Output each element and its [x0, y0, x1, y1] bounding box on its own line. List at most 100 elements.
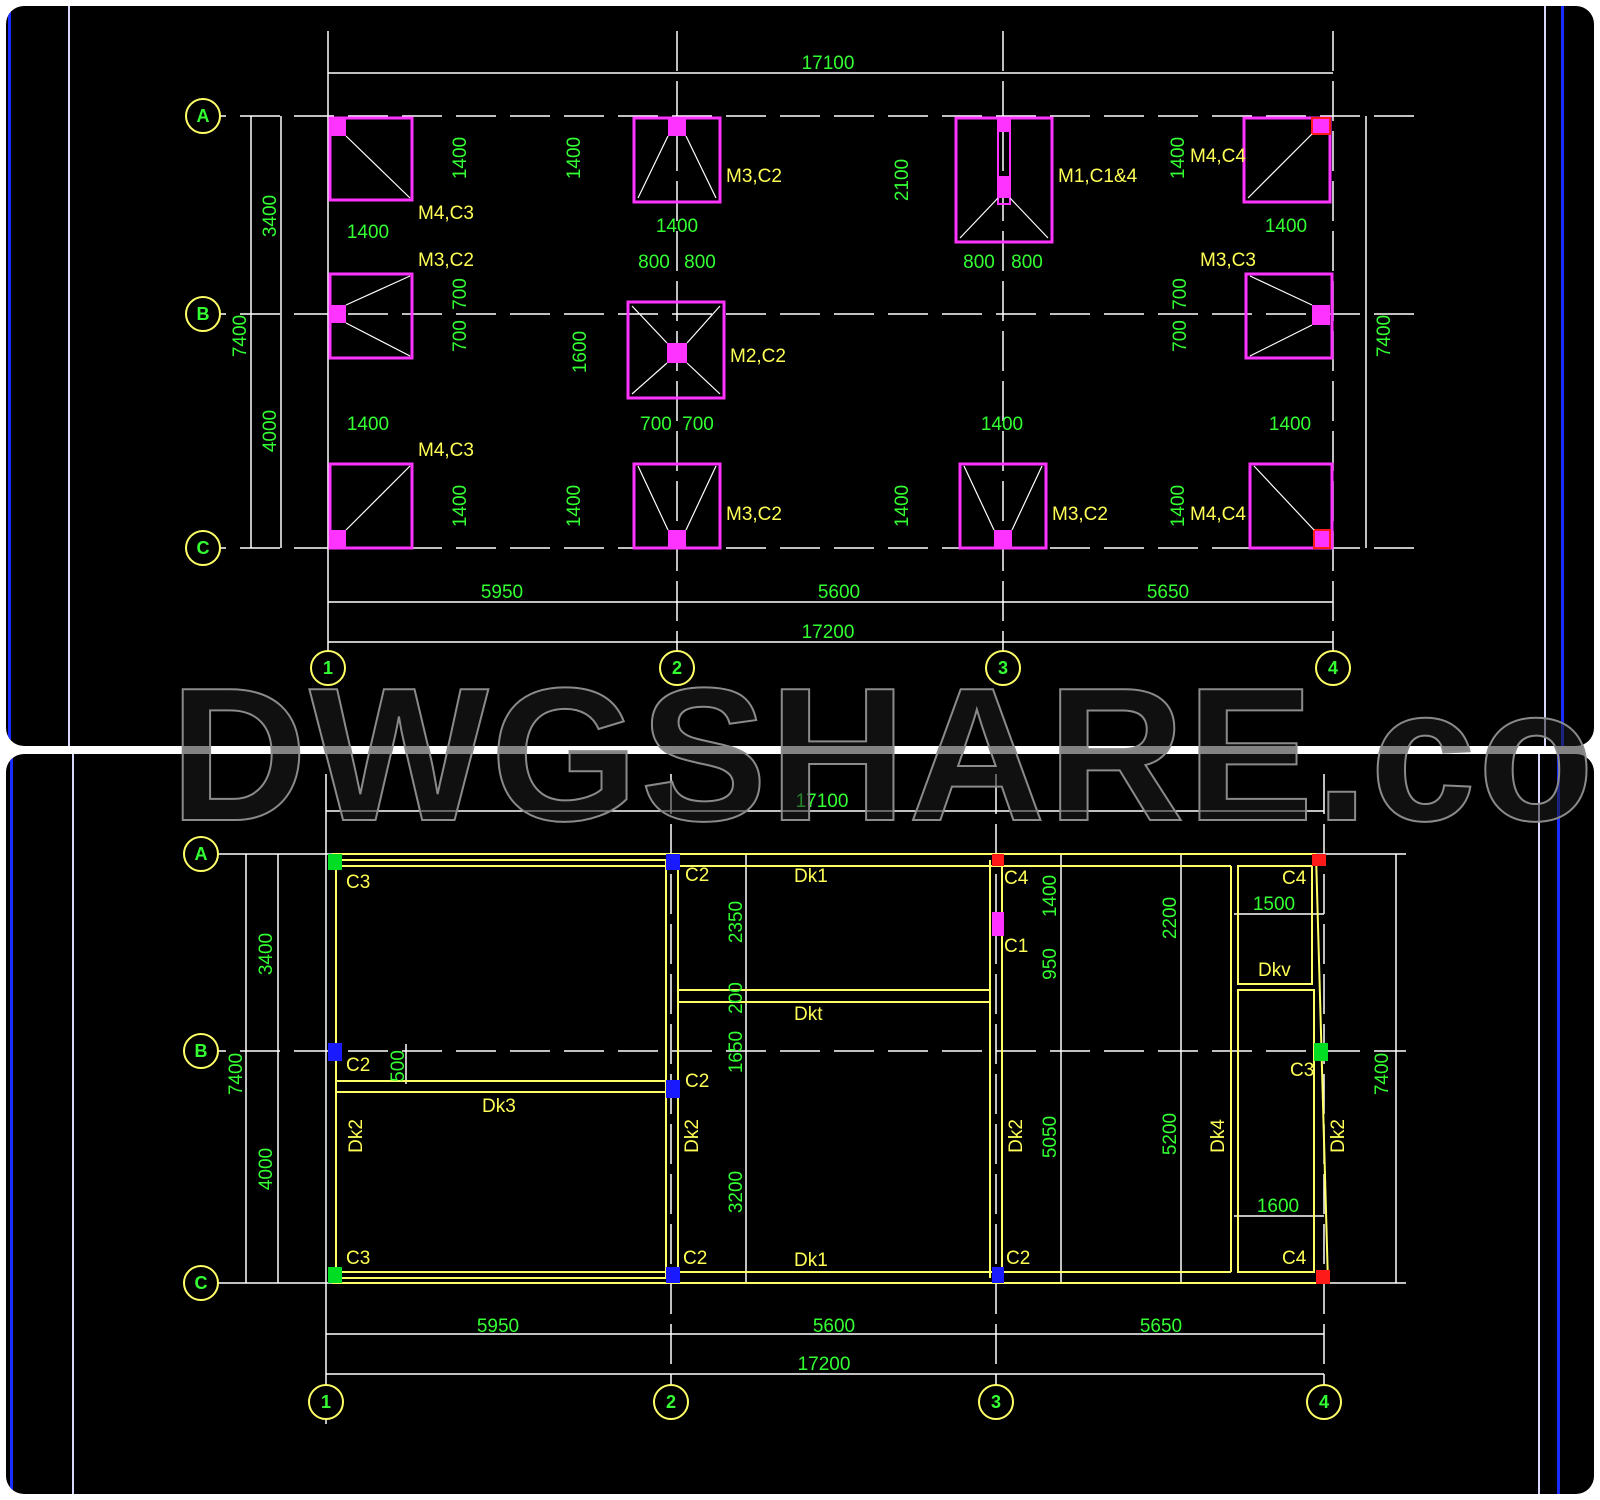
column-label: C1: [1004, 936, 1028, 957]
footing-a3-split-right: 800: [1011, 252, 1043, 273]
axis-label-3: 3: [998, 658, 1008, 678]
dim-total-right: 7400: [1372, 1053, 1393, 1095]
panel-border-right: [1557, 754, 1560, 1494]
dim-950: 950: [1040, 948, 1061, 980]
dim-total-right: 7400: [1374, 315, 1395, 357]
beam-label: Dk2: [346, 1119, 367, 1153]
panel-border-left: [8, 6, 11, 746]
footing-c4-height: 1400: [1168, 485, 1189, 527]
dim-bay-2: 5600: [818, 582, 860, 603]
dim-500: 500: [388, 1050, 409, 1082]
beam-label: Dk3: [482, 1096, 516, 1117]
axis-label-a: A: [195, 844, 208, 864]
footing-a4-width: 1400: [1265, 216, 1307, 237]
footing-b1-half-bottom: 700: [450, 320, 471, 352]
axis-label-1: 1: [321, 1392, 331, 1412]
axis-label-2: 2: [672, 658, 682, 678]
footing-a3-height: 2100: [892, 159, 913, 201]
footing-b2-split-top-left: 800: [638, 252, 670, 273]
footing-a1-height: 1400: [450, 137, 471, 179]
dim-1650: 1650: [726, 1031, 747, 1073]
footing-a1-width: 1400: [347, 222, 389, 243]
beam-plan-panel: A B C 1 2 3 4 17100 5950 5600 5650 17200…: [6, 754, 1594, 1494]
column-label: C2: [685, 865, 709, 886]
dim-5050: 5050: [1040, 1116, 1061, 1158]
column-label: C3: [346, 872, 370, 893]
column-label: C2: [346, 1055, 370, 1076]
footing-label-a3: M1,C1&4: [1058, 166, 1138, 187]
axis-label-b: B: [197, 304, 210, 324]
dim-2200: 2200: [1160, 897, 1181, 939]
axis-label-c: C: [197, 538, 210, 558]
dim-bay-2: 5600: [813, 1316, 855, 1337]
axis-label-4: 4: [1319, 1392, 1329, 1412]
dim-overall-top: 17100: [796, 791, 849, 812]
footing-label-c2: M3,C2: [726, 504, 782, 525]
footing-b2-height: 1600: [570, 331, 591, 373]
footing-c2-height: 1400: [564, 485, 585, 527]
footing-c1-height: 1400: [450, 485, 471, 527]
beam-label: Dk4: [1208, 1119, 1229, 1153]
column-label: C4: [1004, 868, 1029, 889]
column-label: C4: [1282, 868, 1307, 889]
dim-1500: 1500: [1253, 894, 1295, 915]
dim-total-left: 7400: [230, 315, 251, 357]
footing-a2-height: 1400: [564, 137, 585, 179]
dim-bay-3: 5650: [1140, 1316, 1182, 1337]
beam-label: Dk2: [1328, 1119, 1349, 1153]
axis-label-1: 1: [323, 658, 333, 678]
dim-1600: 1600: [1257, 1196, 1299, 1217]
footing-a2-width: 1400: [656, 216, 698, 237]
footing-b4-half-bottom: 700: [1170, 320, 1191, 352]
frame-line-left: [68, 6, 70, 746]
axis-label-b: B: [195, 1041, 208, 1061]
footing-label-a4: M4,C4: [1190, 146, 1246, 167]
column-label: C4: [1282, 1248, 1307, 1269]
axis-label-a: A: [197, 106, 210, 126]
footing-label-b2: M2,C2: [730, 346, 786, 367]
foundation-plan-drawing: A B C 1 2 3 4 17100 5950 5600 5650 17200…: [185, 31, 1416, 686]
footing-c4-width: 1400: [1269, 414, 1311, 435]
column-label: C3: [1290, 1060, 1314, 1081]
footing-b2-split-bottom-right: 700: [682, 414, 714, 435]
dim-bay-3: 5650: [1147, 582, 1189, 603]
beam-label: Dkv: [1258, 960, 1291, 981]
dim-bay-1: 5950: [481, 582, 523, 603]
dim-5200: 5200: [1160, 1113, 1181, 1155]
axis-label-4: 4: [1328, 658, 1338, 678]
footing-label-c3: M3,C2: [1052, 504, 1108, 525]
dim-1400: 1400: [1040, 875, 1061, 917]
axis-label-3: 3: [991, 1392, 1001, 1412]
frame-line-left: [72, 754, 74, 1494]
dim-overall-top: 17100: [802, 53, 855, 74]
dim-200: 200: [726, 982, 747, 1014]
footing-label-a2: M3,C2: [726, 166, 782, 187]
foundation-plan-panel: A B C 1 2 3 4 17100 5950 5600 5650 17200…: [6, 6, 1594, 746]
dim-bay-1: 5950: [477, 1316, 519, 1337]
footing-label-c4: M4,C4: [1190, 504, 1246, 525]
footing-a4-height: 1400: [1168, 137, 1189, 179]
dim-total-left: 7400: [226, 1053, 247, 1095]
beam-label: Dk2: [1006, 1119, 1027, 1153]
footing-label-b1: M3,C2: [418, 250, 474, 271]
dim-bc: 4000: [260, 410, 281, 452]
beam-label: Dk1: [794, 1250, 828, 1271]
footing-b1-half-top: 700: [450, 278, 471, 310]
frame-line-right: [1544, 6, 1546, 746]
column-label: C3: [346, 1248, 370, 1269]
footing-label-a1: M4,C3: [418, 203, 474, 224]
footing-b2-split-bottom-left: 700: [640, 414, 672, 435]
frame-line-right: [1538, 754, 1540, 1494]
dim-ab: 3400: [260, 195, 281, 237]
footing-c1-width: 1400: [347, 414, 389, 435]
axis-label-c: C: [195, 1273, 208, 1293]
footing-label-c1: M4,C3: [418, 440, 474, 461]
beam-label: Dk2: [682, 1119, 703, 1153]
dim-bc: 4000: [256, 1148, 277, 1190]
footing-c3-height: 1400: [892, 485, 913, 527]
column-label: C2: [1006, 1248, 1030, 1269]
footing-a3-split-left: 800: [963, 252, 995, 273]
footing-label-b4: M3,C3: [1200, 250, 1256, 271]
beam-plan-drawing: A B C 1 2 3 4 17100 5950 5600 5650 17200…: [183, 774, 1406, 1424]
footing-b2-split-top-right: 800: [684, 252, 716, 273]
